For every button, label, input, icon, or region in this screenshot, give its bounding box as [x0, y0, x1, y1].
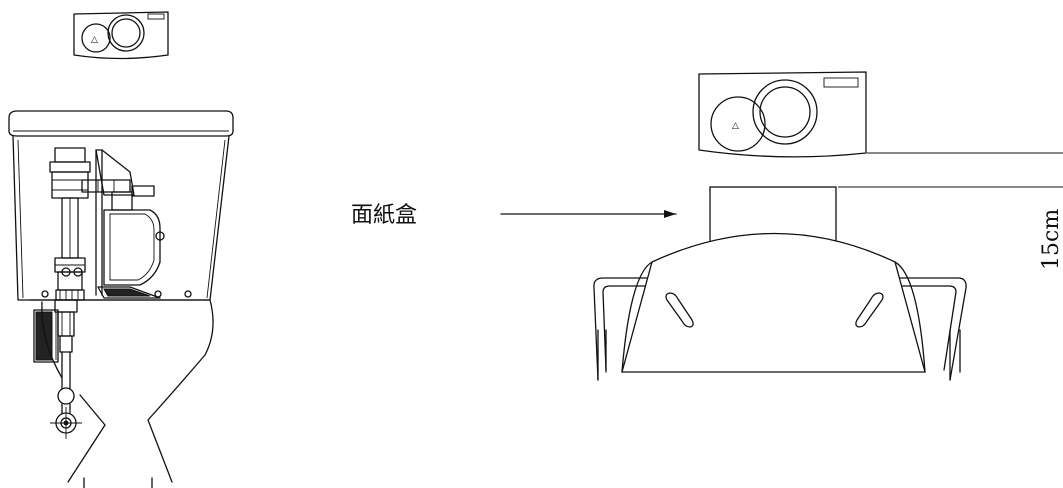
dimension-label: 15cm: [1039, 209, 1063, 270]
bowl-body: [29, 299, 214, 488]
tissue-box-callout: 面紙盒: [351, 203, 677, 228]
triangle-icon: △: [91, 35, 98, 45]
toilet-cross-section: [8, 110, 234, 488]
tissue-box-label: 面紙盒: [351, 203, 417, 228]
triangle-icon-large: △: [732, 121, 739, 131]
hinge-slots: [665, 292, 884, 328]
dimension-15cm: 15cm: [838, 152, 1063, 270]
fill-valve: [49, 147, 91, 301]
flush-panel-large: △: [698, 71, 867, 158]
flush-panel-small: △: [73, 11, 169, 60]
flush-valve: [41, 149, 192, 299]
arrow-head-icon: [664, 210, 676, 218]
tank-top-view: [593, 186, 967, 381]
